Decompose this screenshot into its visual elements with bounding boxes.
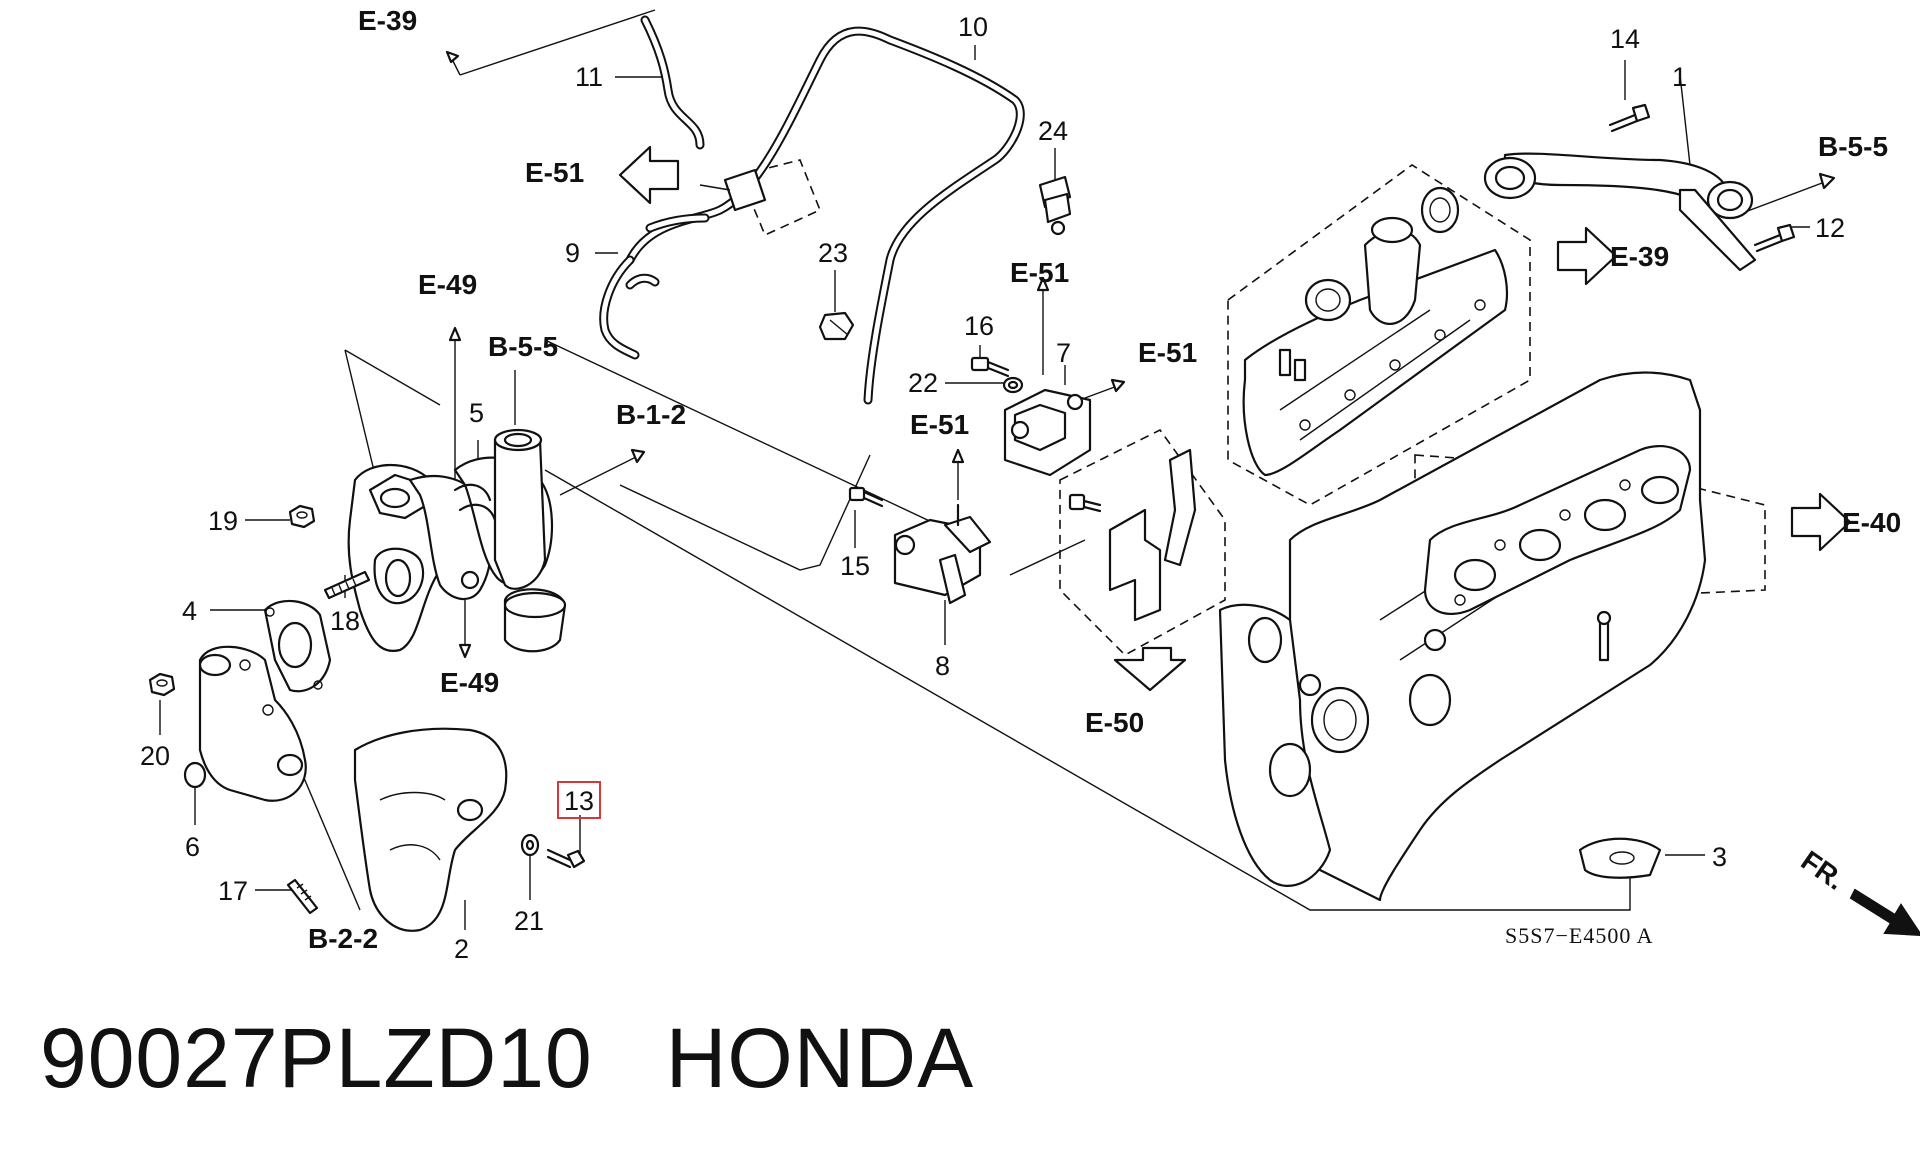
leader-lines — [159, 9, 1836, 930]
ref-e49-bottom[interactable]: E-49 — [440, 667, 499, 698]
ref-b55-right[interactable]: B-5-5 — [1818, 131, 1888, 162]
callout-15[interactable]: 15 — [840, 551, 870, 581]
bolt-13 — [546, 848, 586, 869]
clip-23 — [818, 311, 855, 341]
callout-21[interactable]: 21 — [514, 906, 544, 936]
callout-8[interactable]: 8 — [935, 651, 950, 681]
nut-19 — [288, 504, 316, 529]
bracket — [1068, 448, 1197, 622]
bolt-12 — [1753, 223, 1796, 253]
callout-6[interactable]: 6 — [185, 832, 200, 862]
heat-shield-2 — [353, 727, 508, 932]
arrow-e50-down — [1113, 646, 1187, 692]
fr-direction-arrow — [1849, 888, 1920, 936]
bolt-16 — [970, 356, 1010, 378]
bolt-15 — [848, 486, 884, 508]
arrow-e40-right — [1790, 492, 1852, 552]
callout-18[interactable]: 18 — [330, 606, 360, 636]
callout-2[interactable]: 2 — [454, 934, 469, 964]
intake-manifold-assembly — [1242, 216, 1509, 477]
callout-9[interactable]: 9 — [565, 238, 580, 268]
callout-20[interactable]: 20 — [140, 741, 170, 771]
ref-e51-valve[interactable]: E-51 — [910, 409, 969, 440]
arrow-e51-left — [618, 145, 680, 205]
arrow-e39-right — [1556, 226, 1618, 286]
part-footer: 90027PLZD10 HONDA — [40, 1010, 974, 1107]
turbine-housing — [347, 428, 567, 653]
ref-e51-right[interactable]: E-51 — [1138, 337, 1197, 368]
reference-labels: E-39 E-51 E-49 B-5-5 B-1-2 E-49 B-2-2 E-… — [308, 5, 1901, 954]
washer-22 — [1002, 376, 1024, 394]
callout-22[interactable]: 22 — [908, 368, 938, 398]
callout-labels: 1 2 3 4 5 6 7 8 9 10 11 12 13 14 15 16 1… — [140, 12, 1845, 964]
fr-label: FR. — [1796, 845, 1851, 896]
callout-13-highlight — [557, 781, 601, 819]
clip-24 — [1038, 175, 1072, 236]
ref-e39-top[interactable]: E-39 — [358, 5, 417, 36]
diagram-code: S5S7−E4500 A — [1505, 923, 1654, 948]
ref-e51-mid[interactable]: E-51 — [1010, 257, 1069, 288]
nut-20 — [148, 672, 176, 697]
ref-e40[interactable]: E-40 — [1842, 507, 1901, 538]
gasket-3 — [1578, 837, 1662, 879]
stud-17 — [286, 878, 319, 915]
solenoid-valve-7 — [1003, 388, 1092, 477]
callout-14[interactable]: 14 — [1610, 24, 1640, 54]
callout-16[interactable]: 16 — [964, 311, 994, 341]
ref-e49-top[interactable]: E-49 — [418, 269, 477, 300]
callout-23[interactable]: 23 — [818, 238, 848, 268]
callout-19[interactable]: 19 — [208, 506, 238, 536]
callout-1[interactable]: 1 — [1672, 62, 1687, 92]
bolt-14 — [1608, 103, 1651, 133]
callout-7[interactable]: 7 — [1056, 338, 1071, 368]
gasket-4 — [263, 599, 332, 693]
gasket-housing — [1420, 186, 1460, 234]
washer-21 — [520, 833, 540, 857]
hoses — [599, 15, 1025, 405]
ref-b22[interactable]: B-2-2 — [308, 923, 378, 954]
solenoid-valve-8 — [893, 503, 992, 605]
ref-e39-right[interactable]: E-39 — [1610, 241, 1669, 272]
callout-17[interactable]: 17 — [218, 876, 248, 906]
callout-10[interactable]: 10 — [958, 12, 988, 42]
water-pipe-1 — [1483, 152, 1757, 272]
callout-12[interactable]: 12 — [1815, 213, 1845, 243]
pipe-6 — [183, 645, 307, 802]
footer-gap — [593, 1011, 666, 1105]
callout-4[interactable]: 4 — [182, 596, 197, 626]
callout-3[interactable]: 3 — [1712, 842, 1727, 872]
part-number: 90027PLZD10 — [40, 1011, 593, 1105]
callout-5[interactable]: 5 — [469, 398, 484, 428]
callout-24[interactable]: 24 — [1038, 116, 1068, 146]
ref-b55-left[interactable]: B-5-5 — [488, 331, 558, 362]
callout-13[interactable]: 13 — [564, 786, 594, 816]
ref-e50[interactable]: E-50 — [1085, 707, 1144, 738]
ref-b12[interactable]: B-1-2 — [616, 399, 686, 430]
stud-18 — [323, 570, 371, 600]
callout-11[interactable]: 11 — [575, 62, 603, 92]
brand-name: HONDA — [665, 1011, 975, 1105]
ref-e51-left[interactable]: E-51 — [525, 157, 584, 188]
cylinder-head — [1218, 371, 1707, 902]
connector-fitting — [699, 168, 767, 212]
